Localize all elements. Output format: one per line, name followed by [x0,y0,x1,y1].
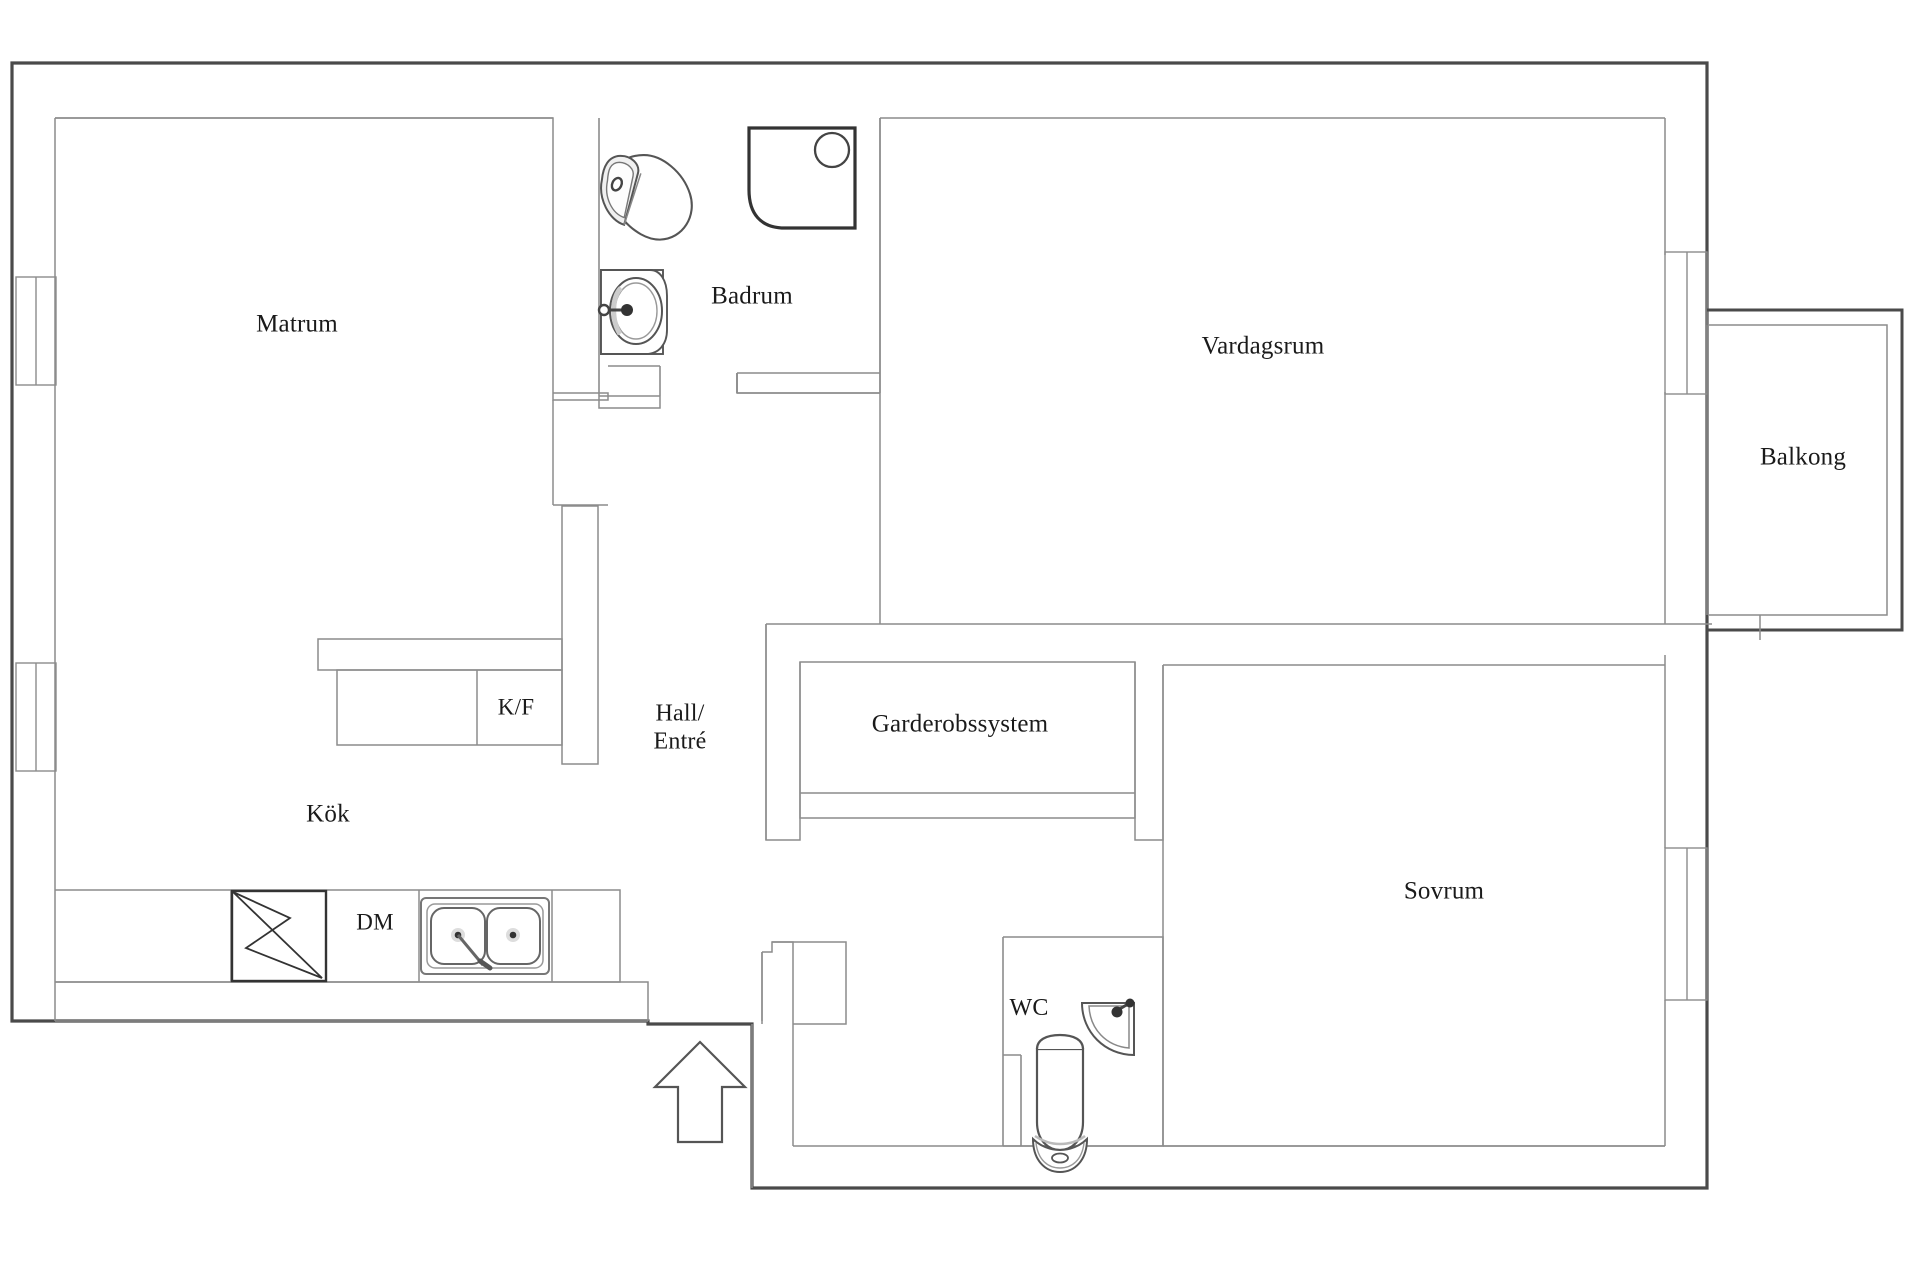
room-label-kok: Kök [306,800,350,828]
room-label-wc: WC [1009,994,1049,1021]
window-sovrum-right [1664,847,1708,1001]
kitchen-counter-run [55,889,649,1021]
room-label-badrum: Badrum [711,282,793,310]
shower-tray-icon-badrum [747,126,857,230]
outer-walls [10,61,1709,1190]
washbasin-icon-badrum [597,269,668,355]
balcony-structure [1706,308,1904,640]
room-label-balkong: Balkong [1759,443,1847,471]
corner-basin-icon-wc [1080,998,1135,1057]
room-label-matrum: Matrum [256,310,338,338]
entrance-arrow-icon [652,1040,748,1144]
toilet-icon-badrum [600,154,693,241]
entrance-door-jamb [772,941,847,1025]
window-left-lower [15,662,57,772]
window-left-upper [15,276,57,386]
room-outline-vardagsrum [879,118,1666,624]
appliance-label-fridge-freezer: K/F [497,694,535,720]
stove-icon [230,889,328,983]
double-sink-icon [420,897,550,975]
room-label-vardagsrum: Vardagsrum [1201,332,1325,360]
outer-wall-inner-face [54,117,1666,1147]
entrance-vestibule [751,941,794,1188]
room-label-sovrum: Sovrum [1403,877,1485,905]
appliance-label-dishwasher: DM [356,909,394,935]
room-label-garderobssystem: Garderobssystem [871,710,1049,738]
window-vardagsrum-right [1664,251,1708,395]
badrum-wall-thresholds [598,373,880,409]
room-label-hall-entre: Hall/ Entré [653,700,707,755]
kitchen-island [317,505,599,765]
toilet-icon-wc [1031,1033,1089,1174]
